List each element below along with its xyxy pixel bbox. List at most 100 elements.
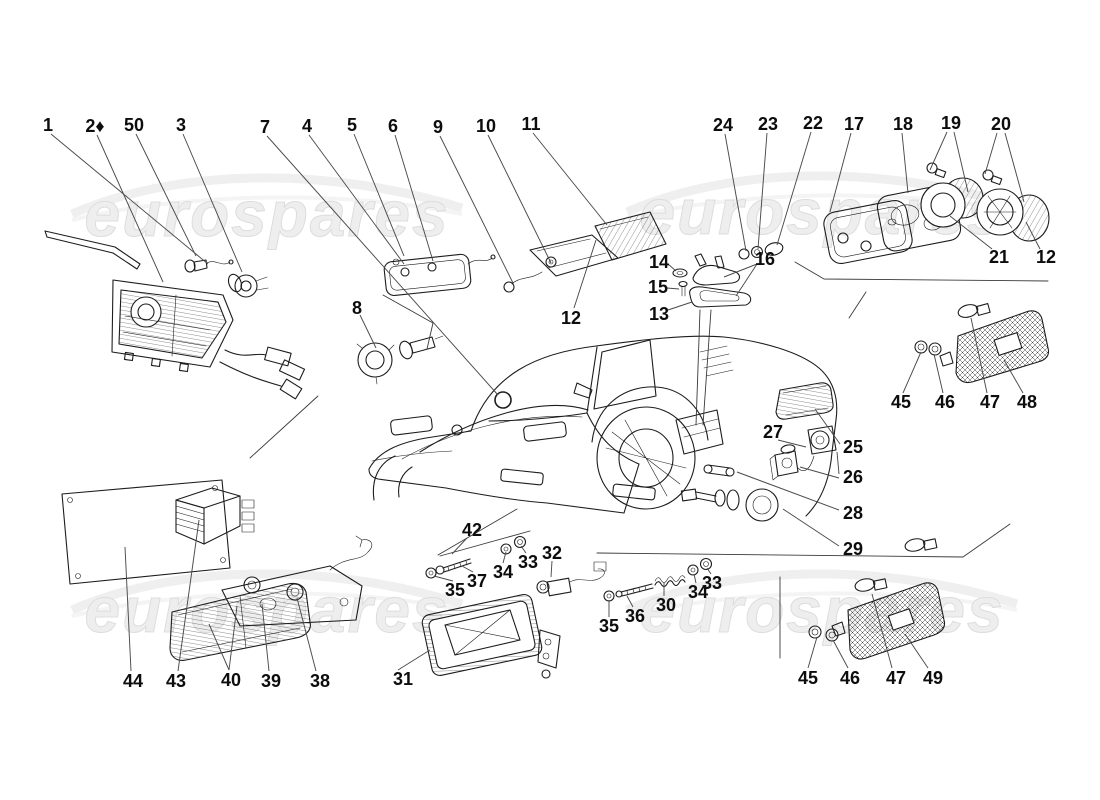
leader-line [667, 263, 677, 272]
leader-line [135, 133, 197, 257]
leader-line [1025, 221, 1041, 250]
part-label-15: 15 [648, 277, 668, 297]
leader-line [666, 287, 680, 290]
part-label-35: 35 [599, 616, 619, 636]
part-label-11: 11 [521, 114, 540, 134]
leader-line [723, 263, 758, 278]
leader-line [1004, 132, 1025, 203]
side-marker-rear-drawing [808, 538, 946, 660]
leader-line [799, 466, 840, 479]
part-label-8: 8 [352, 298, 362, 318]
leader-line [829, 132, 852, 213]
part-label-20: 20 [991, 114, 1011, 134]
leader-line [296, 597, 317, 672]
leader-line [777, 439, 807, 448]
watermark-swoosh [71, 195, 463, 222]
part-label-10: 10 [476, 116, 496, 136]
part-label-19: 19 [941, 113, 961, 133]
part-label-17: 17 [844, 114, 864, 134]
part-label-46: 46 [935, 392, 955, 412]
leader-line [124, 546, 132, 672]
leader-line [573, 239, 597, 309]
part-label-21: 21 [989, 247, 1009, 267]
leader-line [706, 567, 712, 575]
part-label-45: 45 [891, 392, 911, 412]
part-label-7: 7 [260, 117, 270, 137]
leader-line [353, 133, 405, 257]
part-label-22: 22 [803, 113, 823, 133]
leader-line [871, 593, 893, 669]
leader-line [904, 633, 929, 669]
part-label-18: 18 [893, 114, 913, 134]
part-label-5: 5 [347, 115, 357, 135]
leader-line [757, 132, 768, 250]
leader-line [782, 508, 840, 547]
part-label-6: 6 [388, 116, 398, 136]
part-label-30: 30 [656, 595, 676, 615]
leader-line [949, 215, 993, 250]
watermark-swoosh [70, 173, 464, 219]
leader-line [550, 560, 553, 578]
part-label-16: 16 [755, 249, 775, 269]
leader-line [50, 133, 209, 265]
fog-lamp-drawing [421, 593, 561, 679]
part-label-48: 48 [1017, 392, 1037, 412]
part-label-31: 31 [393, 669, 413, 689]
part-label-45: 45 [798, 668, 818, 688]
screw-cluster-left-drawing [425, 535, 527, 579]
part-label-12: 12 [561, 308, 581, 328]
part-label-34: 34 [688, 582, 708, 602]
diagram-artwork [44, 162, 1050, 679]
leader-line [520, 545, 527, 554]
part-label-46: 46 [840, 668, 860, 688]
leader-line [626, 595, 634, 608]
part-label-4: 4 [302, 116, 312, 136]
hood-point-marker [494, 391, 512, 409]
part-label-37: 37 [467, 571, 487, 591]
part-label-50: 50 [124, 115, 144, 135]
part-label-14: 14 [649, 252, 669, 272]
leader-line [1003, 359, 1024, 394]
leader-line [667, 301, 693, 311]
leader-line [502, 551, 507, 564]
part-label-26: 26 [843, 467, 863, 487]
part-label-40: 40 [221, 670, 241, 690]
leader-line [182, 133, 243, 273]
leader-line [261, 603, 270, 672]
leader-line [929, 131, 948, 171]
leader-line [970, 317, 988, 394]
leader-lines-layer [50, 131, 1041, 672]
rear-small-parts-drawing [680, 382, 837, 522]
part-label-47: 47 [980, 392, 1000, 412]
part-label-44: 44 [123, 671, 143, 691]
watermark-swoosh [626, 591, 1018, 618]
watermark-text: eurospares [84, 178, 449, 250]
part-label-2: 2♦ [85, 116, 104, 136]
part-label-32: 32 [542, 543, 562, 563]
leader-line [933, 353, 944, 394]
part-label-43: 43 [166, 671, 186, 691]
leader-line [832, 639, 849, 669]
part-label-28: 28 [843, 503, 863, 523]
car-drawing [368, 335, 838, 517]
bulb-socket-drawing [356, 335, 444, 385]
leader-line [776, 131, 812, 246]
leader-line [208, 623, 230, 671]
leader-line [984, 132, 998, 175]
leader-line [901, 132, 909, 194]
part-label-34: 34 [493, 562, 513, 582]
plate-and-ecu-drawing [61, 479, 255, 585]
leader-line [735, 263, 758, 297]
leader-line [724, 133, 747, 252]
trim-strip-drawing [44, 230, 141, 270]
part-label-29: 29 [843, 539, 863, 559]
part-label-23: 23 [758, 114, 778, 134]
leader-line [461, 565, 474, 573]
part-label-9: 9 [433, 117, 443, 137]
leader-line [439, 135, 514, 284]
tail-lamp-drawing [738, 162, 1050, 265]
leader-line [308, 134, 405, 265]
bracket-drawing [672, 253, 752, 308]
